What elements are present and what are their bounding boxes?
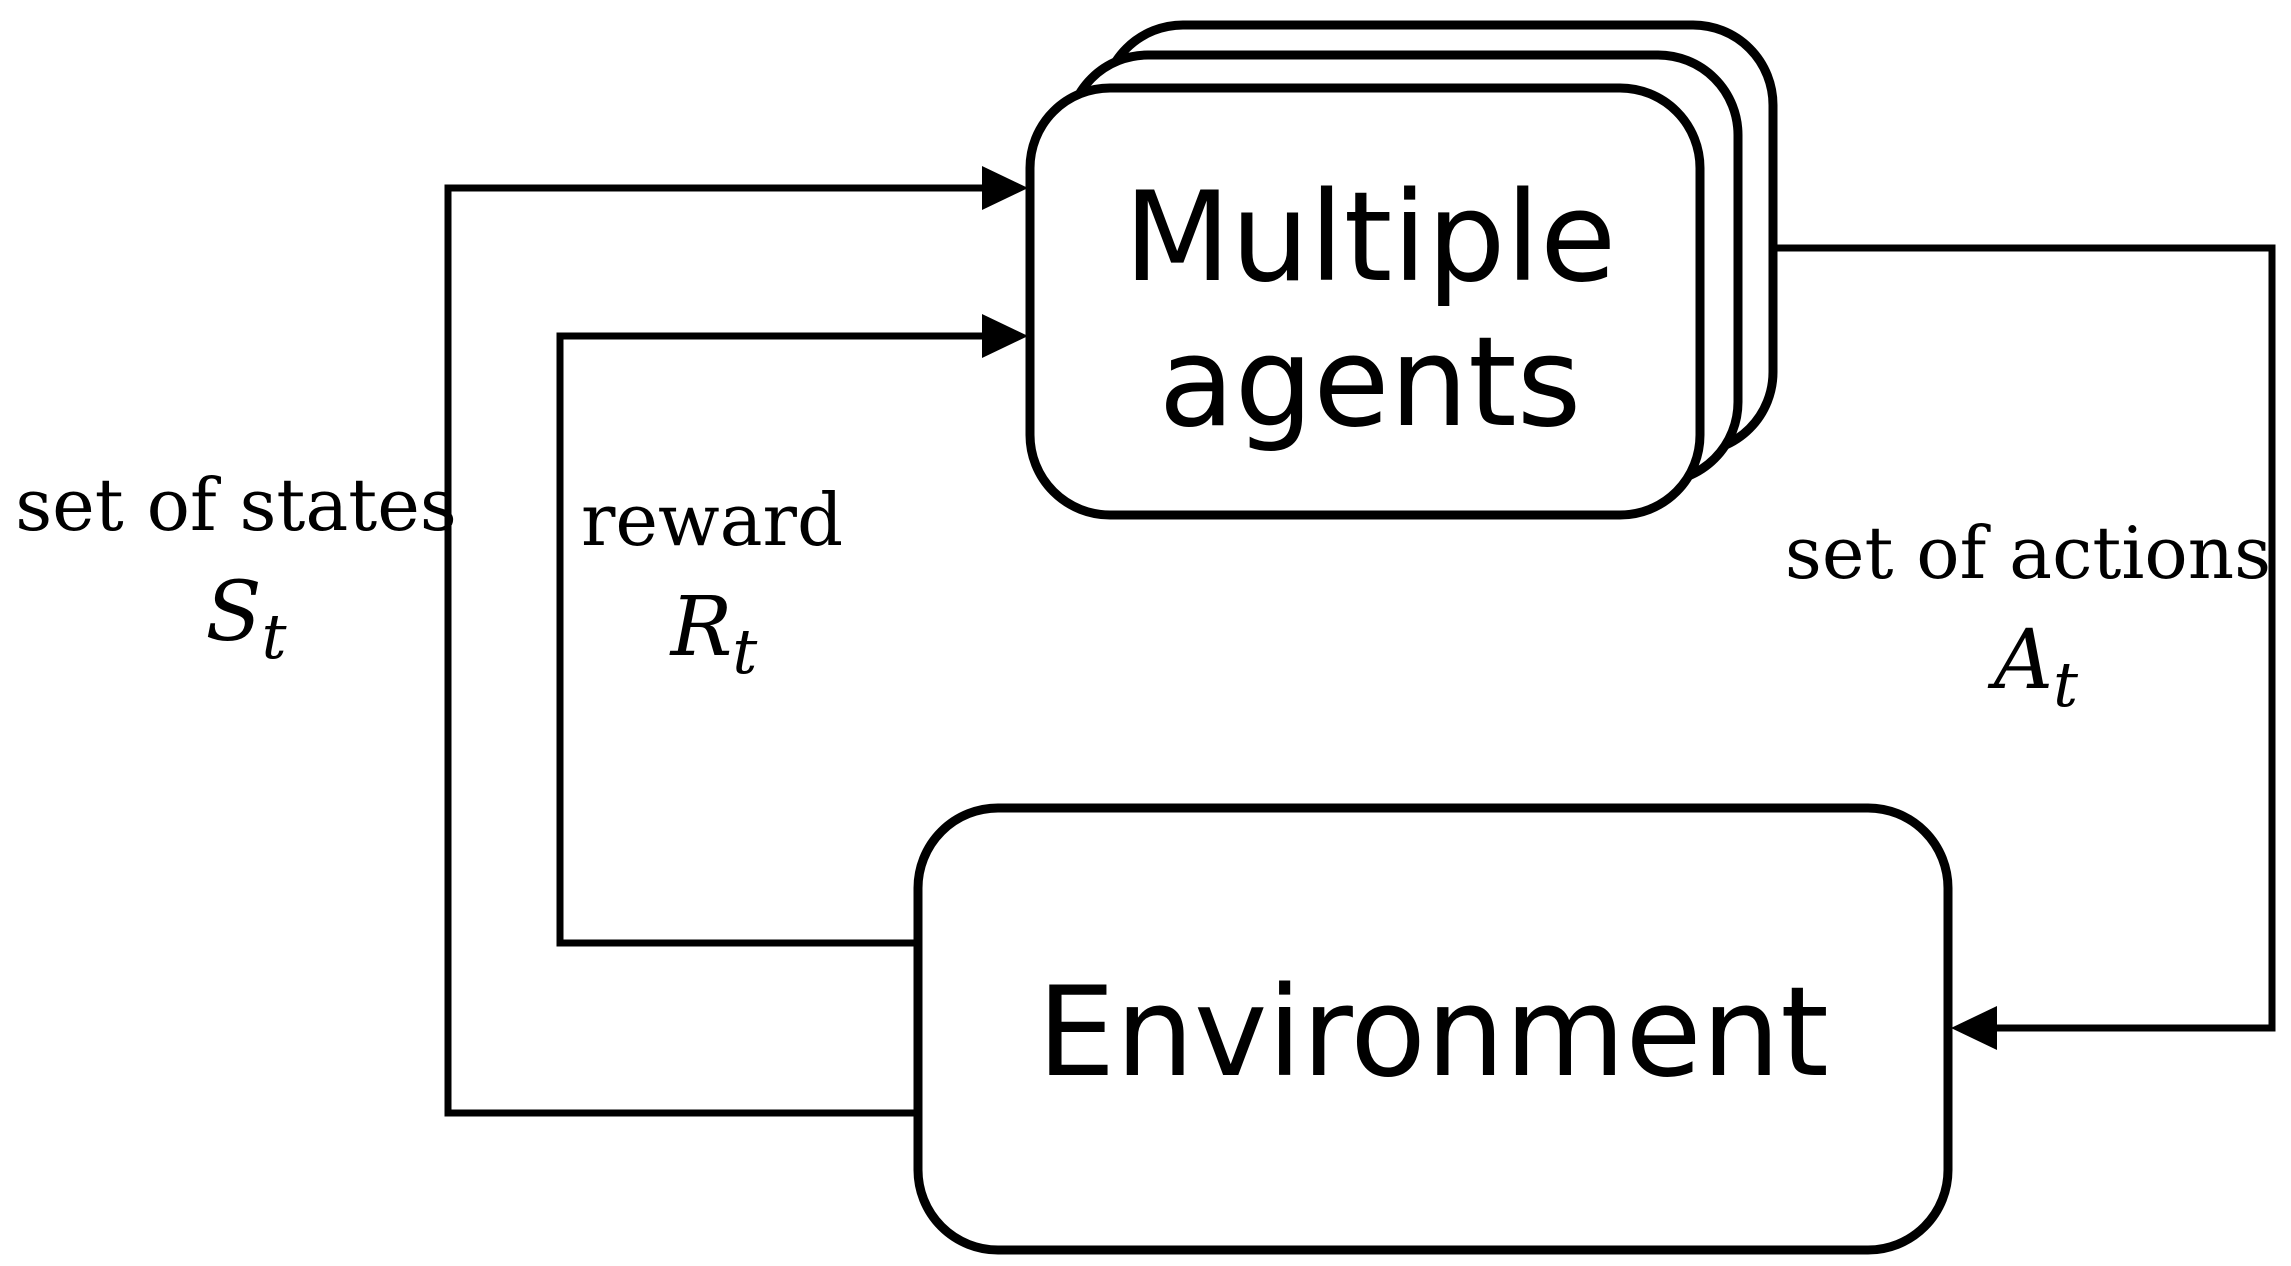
actions-symbol-subscript: t — [2053, 648, 2078, 721]
reward-connector — [556, 314, 1028, 947]
actions-line — [1773, 244, 2276, 1032]
agent-box-front — [1025, 83, 1705, 520]
states-label: set of states — [15, 463, 457, 547]
states-edge-label: set of states St — [15, 463, 457, 673]
actions-edge-label: set of actions At — [1785, 511, 2271, 721]
reward-line — [556, 332, 985, 947]
states-symbol: St — [205, 565, 286, 673]
environment-title: Environment — [1037, 961, 1829, 1105]
reward-symbol-main: R — [669, 580, 733, 675]
environment-node: Environment — [913, 803, 1953, 1255]
agents-title-line2: agents — [1159, 311, 1582, 455]
states-symbol-subscript: t — [262, 600, 287, 673]
reward-label: reward — [581, 478, 843, 562]
agents-title-line1: Multiple — [1124, 166, 1617, 310]
states-symbol-main: S — [205, 565, 261, 660]
states-line — [444, 184, 985, 1117]
reward-symbol-subscript: t — [732, 615, 757, 688]
actions-symbol: At — [1987, 613, 2078, 721]
reward-edge-label: reward Rt — [581, 478, 843, 688]
reward-symbol: Rt — [669, 580, 758, 688]
actions-arrowhead — [1951, 1006, 1997, 1050]
actions-label: set of actions — [1785, 511, 2271, 595]
actions-symbol-main: A — [1987, 613, 2053, 708]
agents-stack: Multiple agents — [1025, 20, 1778, 520]
states-connector — [444, 166, 1028, 1117]
environment-box — [913, 803, 1953, 1255]
reward-arrowhead — [982, 314, 1028, 358]
actions-connector — [1773, 244, 2276, 1050]
states-arrowhead — [982, 166, 1028, 210]
